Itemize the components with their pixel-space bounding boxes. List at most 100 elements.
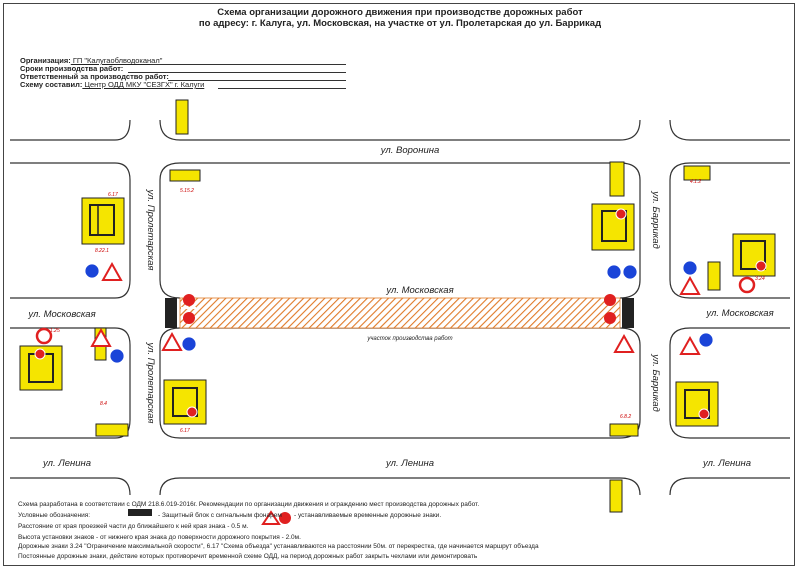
curb-block-left-lower — [10, 327, 131, 439]
scheme-title-line1: Схема организации дорожного движения при… — [217, 7, 583, 18]
speed-limit-sign-right — [738, 276, 756, 294]
blue-sign-right-lower — [698, 332, 714, 348]
legend-no-entry-icon — [279, 512, 291, 524]
curb-block-right-lower — [669, 327, 790, 439]
footer-legend-signs: - устанавливаемые временные дорожные зна… — [294, 512, 442, 519]
curb-top-left — [10, 119, 131, 141]
sign-code-3-24: 3.24 — [755, 276, 765, 282]
organization-row: Организация: ГП "Калугаоблводоканал" — [20, 56, 162, 65]
street-moskovskaya-left: ул. Московская — [27, 309, 95, 320]
curb-block-center-lower — [159, 327, 641, 439]
lane-sign-right — [707, 261, 721, 291]
blue-sign-center-right-b — [622, 264, 638, 280]
warning-sign-center-right — [613, 333, 635, 353]
warning-signs — [90, 261, 701, 355]
curb-block-center-upper-left — [159, 162, 181, 299]
lane-signs — [94, 99, 721, 513]
work-zone-label: участок производства работ — [366, 336, 452, 342]
responsible-underline — [168, 80, 346, 81]
street-moskovskaya-center: ул. Московская — [385, 285, 453, 296]
warning-sign-right-lower — [679, 335, 701, 355]
curb-top-right — [669, 119, 790, 141]
sign-code-8-4: 8.4 — [100, 401, 107, 407]
responsible-label: Ответственный за производство работ: — [20, 72, 169, 81]
lane-sign-top — [175, 99, 189, 135]
blue-sign-center-left — [181, 336, 197, 352]
warning-sign-left-lower — [90, 327, 112, 347]
sign-code-4-1-2: 4.1.2 — [690, 179, 701, 185]
sign-code-1-25: 1.25 — [50, 328, 60, 334]
author-row: Схему составил: Центр ОДД МКУ "СЕЗГХ" г.… — [20, 80, 204, 89]
author-value: Центр ОДД МКУ "СЕЗГХ" г. Калуги — [82, 80, 205, 89]
protective-block-left — [165, 298, 177, 328]
legend-protective-block-icon — [128, 509, 152, 516]
author-underline — [218, 88, 346, 89]
warning-sign-center-left — [161, 331, 183, 351]
scheme-title-line2: по адресу: г. Калуга, ул. Московская, на… — [198, 18, 602, 29]
no-entry-sign-left-b — [183, 312, 195, 324]
lane-sign-top-left — [169, 169, 201, 182]
curb-block-left-upper — [10, 162, 131, 299]
lane-sign-bottom-left — [95, 423, 129, 437]
author-label: Схему составил: — [20, 80, 83, 89]
lane-sign-bottom-right — [609, 423, 639, 437]
blue-sign-center-right-a — [606, 264, 622, 280]
street-lenina-left: ул. Ленина — [42, 458, 91, 469]
sign-code-5-15: 5.15.2 — [180, 188, 194, 194]
warning-sign-left-upper — [101, 261, 123, 281]
sign-code-6-17: 6.17 — [180, 428, 190, 434]
blue-sign-left-lower — [109, 348, 125, 364]
detour-sign-bottom-right — [675, 381, 719, 427]
street-proletarskaya-bottom: ул. Пролетарская — [145, 341, 156, 423]
dates-underline — [128, 72, 346, 73]
detour-sign-top-right — [591, 203, 635, 251]
footer-line4: Высота установки знаков - от нижнего кра… — [18, 534, 301, 541]
sign-code-1: 6.17 — [108, 192, 118, 198]
lane-sign-right-horizontal — [683, 165, 711, 181]
street-barrikad-bottom: ул. Баррикад — [650, 353, 661, 412]
footer-legend-label: Условные обозначения: — [18, 512, 91, 519]
curb-bottom-center — [159, 477, 641, 496]
legend-icons — [128, 509, 291, 525]
detour-sign-bottom-left — [19, 345, 63, 391]
street-lenina-center: ул. Ленина — [385, 458, 434, 469]
detour-sign-far-right — [732, 233, 776, 277]
sign-code-8-22: 8.22.1 — [95, 248, 109, 254]
detour-sign-top-left — [81, 197, 125, 245]
sign-code-6-8-2: 6.8.2 — [620, 414, 631, 420]
footer-line5: Дорожные знаки 3.24 "Ограничение максима… — [18, 543, 539, 550]
legend-warning-icon — [261, 510, 281, 525]
street-proletarskaya-top: ул. Пролетарская — [145, 188, 156, 270]
blue-sign-left-upper — [84, 263, 100, 279]
footer-line6: Постоянные дорожные знаки, действие кото… — [18, 553, 478, 560]
lane-sign-bottom — [609, 479, 623, 513]
speed-limit-sign-left — [35, 327, 53, 345]
no-entry-sign-right-a — [604, 294, 616, 306]
footer-legend-block: - Защитный блок с сигнальным фонарем — [158, 512, 282, 519]
dates-label: Сроки производства работ: — [20, 64, 124, 73]
curb-bottom-left — [10, 477, 131, 496]
street-moskovskaya-right: ул. Московская — [705, 308, 773, 319]
blue-sign-right-upper — [682, 260, 698, 276]
protective-block-right — [622, 298, 634, 328]
street-lenina-right: ул. Ленина — [702, 458, 751, 469]
mandatory-signs — [84, 260, 714, 364]
curb-bottom-right — [669, 477, 790, 496]
lane-sign-top-right — [609, 161, 625, 197]
warning-sign-right-upper — [679, 275, 701, 295]
detour-sign-bottom-center-left — [163, 379, 207, 425]
road-edges — [10, 119, 790, 496]
street-barrikad-top: ул. Баррикад — [650, 190, 661, 249]
curb-block-center-upper — [180, 162, 641, 299]
organization-label: Организация: — [20, 56, 71, 65]
work-zone — [179, 297, 621, 329]
curb-block-right-upper — [669, 162, 790, 299]
organization-underline — [150, 64, 346, 65]
footer-line1: Схема разработана в соответствии с ОДМ 2… — [18, 501, 480, 508]
drawing-frame — [3, 3, 795, 566]
footer-line3: Расстояние от края проезжей части до бли… — [18, 523, 249, 530]
street-voronina: ул. Воронина — [380, 145, 440, 156]
speed-limit-signs — [35, 276, 756, 345]
no-entry-sign-right-b — [604, 312, 616, 324]
